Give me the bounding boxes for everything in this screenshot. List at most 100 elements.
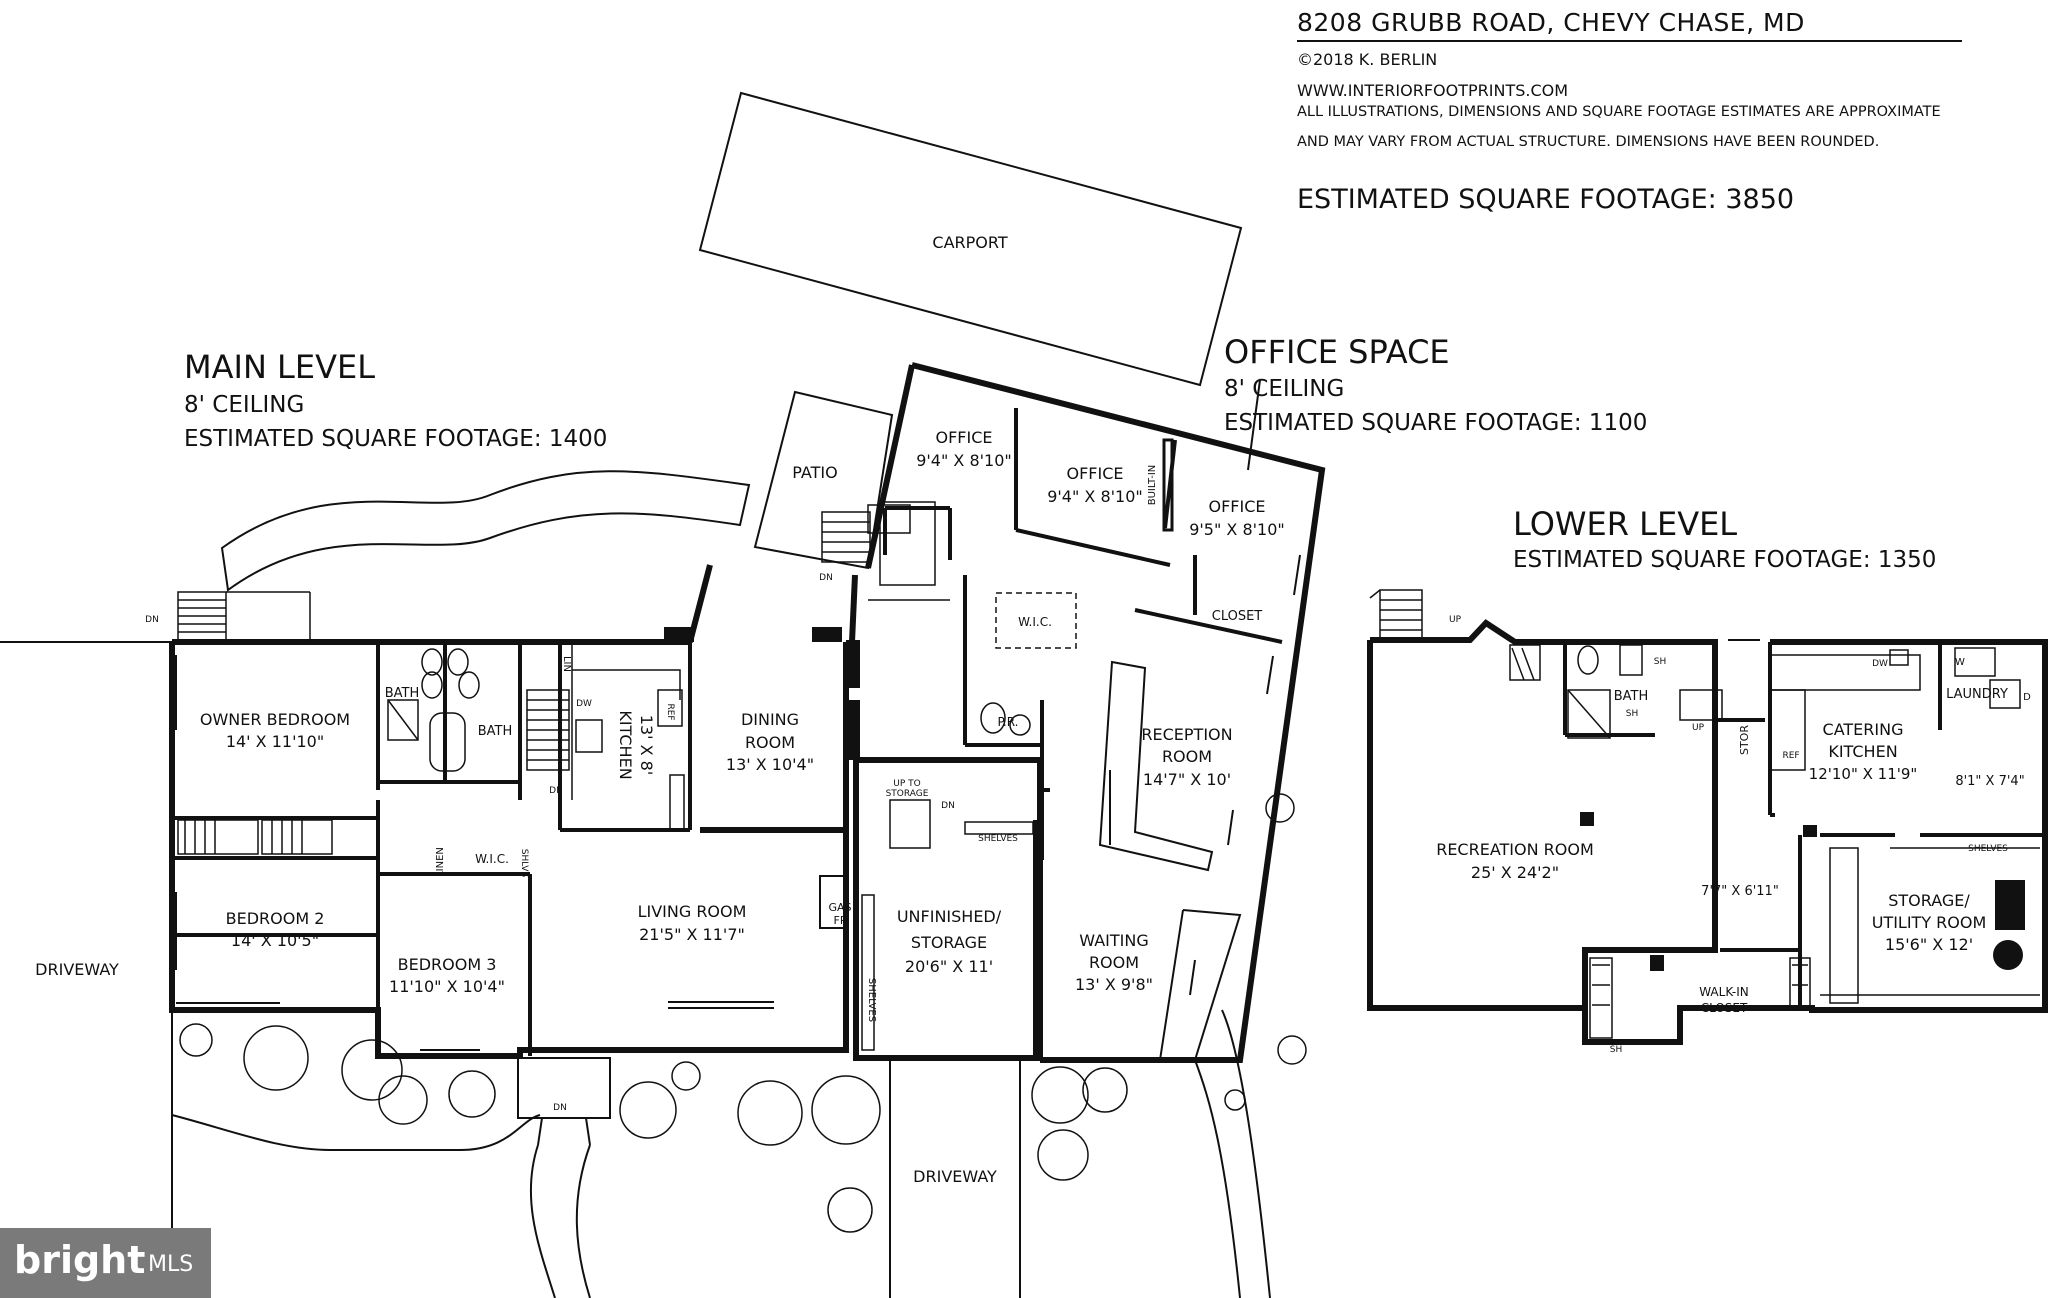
label-ref: REF: [665, 703, 675, 720]
bright-mls-logo: bright MLS: [0, 1228, 211, 1298]
label-walkin-2: CLOSET: [1701, 1001, 1748, 1015]
label-washer: W: [1955, 657, 1965, 668]
label-dn-office: DN: [819, 573, 833, 583]
label-catering-1: CATERING: [1823, 720, 1904, 739]
office-wic-outline: [995, 592, 1077, 649]
lower-level-sqft: ESTIMATED SQUARE FOOTAGE: 1350: [1513, 547, 1937, 573]
label-sh-3: SH: [1610, 1045, 1622, 1055]
shrubs: [179, 793, 1307, 1233]
header-rule: [1297, 40, 1962, 42]
label-dn-outdoor: DN: [145, 615, 159, 625]
label-owner-bedroom-dim: 14' X 11'10": [226, 732, 324, 751]
label-laundry: LAUNDRY: [1946, 687, 2008, 702]
office-space-title: OFFICE SPACE: [1224, 333, 1450, 371]
label-office-1-dim: 9'4" X 8'10": [916, 451, 1012, 470]
label-wic-main: W.I.C.: [475, 852, 509, 866]
label-dryer: D: [2023, 692, 2031, 703]
label-linen: LINEN: [435, 847, 446, 877]
closet-shelving: [177, 819, 333, 855]
label-office-3: OFFICE: [1209, 497, 1266, 516]
label-stor: STOR: [1738, 725, 1751, 755]
label-dn-unfinished: DN: [941, 801, 955, 811]
label-up-lower-2: UP: [1692, 723, 1705, 733]
label-waiting-2: ROOM: [1089, 953, 1139, 972]
label-powder-room: P.R.: [998, 715, 1019, 729]
office-stair: [821, 501, 950, 601]
main-level-walls: [169, 564, 849, 1059]
label-dining-1: DINING: [741, 710, 799, 729]
label-walkin-1: WALK-IN: [1699, 985, 1749, 999]
main-interior-walls: [172, 640, 846, 1056]
label-closet: CLOSET: [1212, 609, 1263, 624]
label-hall-dim: 7'7" X 6'11": [1701, 884, 1779, 899]
main-stairs: [526, 689, 570, 771]
label-shlvs: SHLVS: [519, 849, 529, 878]
landscape-border: [171, 1010, 541, 1151]
walkway: [220, 470, 751, 592]
label-shelves-lower: SHELVES: [1968, 844, 2008, 854]
label-lin: LIN: [561, 656, 572, 672]
logo-suffix: MLS: [148, 1252, 194, 1277]
label-dw: DW: [576, 699, 592, 709]
office-space-sqft: ESTIMATED SQUARE FOOTAGE: 1100: [1224, 410, 1648, 436]
office-space-ceiling: 8' CEILING: [1224, 376, 1345, 402]
label-dn-entry: DN: [553, 1103, 567, 1113]
label-living-room: LIVING ROOM: [638, 902, 747, 921]
driveway-left-outline: [0, 641, 173, 1228]
label-reception-1: RECEPTION: [1141, 725, 1232, 744]
office-space-walls: [843, 362, 1326, 1063]
label-up-to-2: STORAGE: [886, 789, 929, 799]
label-unfinished-1: UNFINISHED/: [897, 907, 1002, 926]
label-kitchen: KITCHEN: [616, 710, 635, 779]
label-reception-dim: 14'7" X 10': [1143, 770, 1231, 789]
label-waiting-dim: 13' X 9'8": [1075, 975, 1153, 994]
label-office-1: OFFICE: [936, 428, 993, 447]
entry-porch: [517, 1057, 611, 1298]
label-storage-1: STORAGE/: [1888, 891, 1970, 910]
label-driveway-left: DRIVEWAY: [35, 960, 119, 979]
label-office-3-dim: 9'5" X 8'10": [1189, 520, 1285, 539]
main-level-title: MAIN LEVEL: [184, 348, 376, 386]
label-office-2-dim: 9'4" X 8'10": [1047, 487, 1143, 506]
main-level-sqft: ESTIMATED SQUARE FOOTAGE: 1400: [184, 426, 608, 452]
gas-fireplace: [819, 875, 847, 929]
label-bedroom-3: BEDROOM 3: [398, 955, 497, 974]
label-bedroom-3-dim: 11'10" X 10'4": [389, 977, 505, 996]
label-unfinished-dim: 20'6" X 11': [905, 957, 993, 976]
label-catering-2: KITCHEN: [1828, 742, 1897, 761]
lower-fixtures: [1369, 589, 2040, 1039]
label-living-room-dim: 21'5" X 11'7": [639, 925, 745, 944]
label-recreation-dim: 25' X 24'2": [1471, 863, 1559, 882]
label-ref-lower: REF: [1782, 751, 1799, 761]
disclaimer-line-2: AND MAY VARY FROM ACTUAL STRUCTURE. DIME…: [1297, 134, 1880, 150]
logo-brand: bright: [14, 1238, 146, 1282]
windows-lower: [1371, 639, 1925, 960]
label-office-2: OFFICE: [1067, 464, 1124, 483]
lower-level-walls: [1367, 619, 2048, 1045]
label-bath-a: BATH: [385, 686, 420, 701]
waiting-exterior: [1159, 909, 1242, 1061]
label-waiting-1: WAITING: [1079, 931, 1148, 950]
built-in-cabinet: [1162, 438, 1174, 532]
label-owner-bedroom: OWNER BEDROOM: [200, 710, 350, 729]
label-bath-lower: BATH: [1614, 689, 1649, 704]
label-gas-2: FP: [834, 914, 847, 927]
total-square-footage: ESTIMATED SQUARE FOOTAGE: 3850: [1297, 184, 1795, 215]
bath-fixtures-main: [387, 648, 480, 772]
label-unfinished-2: STORAGE: [911, 933, 987, 952]
copyright-note: ©2018 K. BERLIN: [1297, 50, 1438, 69]
label-bath-b: BATH: [478, 724, 513, 739]
website-note: WWW.INTERIORFOOTPRINTS.COM: [1297, 81, 1569, 100]
label-up-to-1: UP TO: [893, 779, 920, 789]
label-built-in: BUILT-IN: [1147, 465, 1158, 506]
label-bedroom-2: BEDROOM 2: [226, 909, 325, 928]
label-sh-2: SH: [1626, 709, 1638, 719]
label-recreation: RECREATION ROOM: [1436, 840, 1594, 859]
label-dining-2: ROOM: [745, 733, 795, 752]
label-dw-lower: DW: [1872, 659, 1888, 669]
label-patio: PATIO: [792, 463, 837, 482]
label-gas-1: GAS: [828, 901, 851, 914]
windows-main: [175, 655, 774, 1051]
label-bedroom-2-dim: 14' X 10'5": [231, 931, 319, 950]
reception-counter: [1098, 660, 1214, 872]
